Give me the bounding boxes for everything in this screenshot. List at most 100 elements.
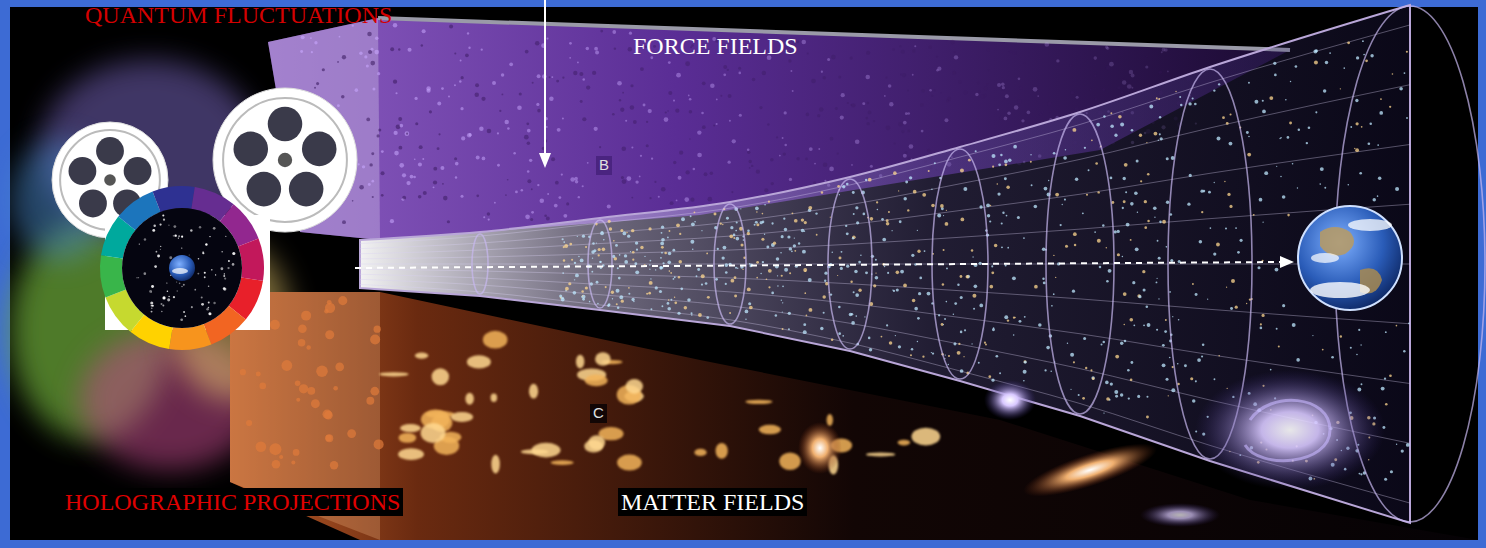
illustration-shape [1208,191,1211,194]
illustration-shape [1192,399,1195,402]
illustration-shape [659,266,662,269]
illustration-shape [701,283,703,285]
illustration-shape [1158,98,1160,100]
illustration-shape [1296,358,1300,362]
illustration-shape [626,379,643,394]
illustration-shape [527,129,531,133]
illustration-shape [864,316,865,317]
illustration-shape [885,77,887,79]
illustration-shape [1094,75,1096,77]
illustration-shape [1350,126,1352,128]
illustration-shape [691,312,693,314]
illustration-shape [1127,369,1130,372]
illustration-shape [311,399,320,408]
illustration-shape [978,362,980,364]
illustration-shape [1108,269,1112,273]
illustration-shape [724,263,728,267]
illustration-shape [710,83,715,88]
illustration-shape [952,71,956,75]
illustration-shape [780,252,782,254]
illustration-shape [731,279,735,283]
illustration-shape [1023,370,1027,374]
illustration-shape [1041,111,1043,113]
illustration-shape [1170,259,1173,262]
illustration-shape [667,307,671,311]
illustration-shape [669,230,671,232]
illustration-shape [842,335,844,337]
illustration-shape [406,181,410,185]
illustration-shape [694,221,696,223]
illustration-shape [670,299,672,301]
illustration-shape [832,251,833,252]
illustration-shape [455,162,459,166]
illustration-shape [1214,378,1216,380]
illustration-shape [1390,470,1393,473]
illustration-shape [360,274,1410,383]
illustration-shape [1127,89,1129,91]
illustration-shape [979,262,982,265]
illustration-shape [360,144,1410,253]
illustration-shape [358,163,360,165]
illustration-shape [632,251,635,254]
illustration-shape [853,213,855,215]
illustration-shape [649,197,651,199]
illustration-shape [302,132,337,167]
illustration-shape [1154,217,1155,218]
illustration-shape [587,162,589,164]
illustration-shape [866,122,869,125]
illustration-shape [803,330,807,334]
illustration-shape [868,178,872,182]
illustration-shape [912,299,915,302]
illustration-shape [443,196,448,201]
illustration-shape [946,99,949,102]
illustration-shape [1013,145,1017,149]
illustration-shape [691,222,695,226]
illustration-shape [1018,433,1161,507]
illustration-shape [154,265,157,268]
illustration-shape [569,42,572,45]
illustration-shape [792,90,794,92]
illustration-shape [1143,288,1146,291]
illustration-shape [710,172,713,175]
illustration-shape [667,237,669,239]
illustration-shape [917,341,918,342]
illustration-shape [172,268,188,274]
illustration-shape [784,268,788,272]
illustration-shape [149,290,152,293]
illustration-shape [817,114,820,117]
illustration-shape [594,127,598,131]
illustration-shape [733,234,736,237]
illustration-shape [1372,198,1375,201]
illustration-shape [914,45,916,47]
illustration-shape [342,220,346,224]
illustration-shape [190,229,192,231]
illustration-shape [144,272,147,275]
illustration-shape [322,68,325,71]
illustration-shape [740,208,741,209]
illustration-shape [337,61,339,63]
illustration-shape [1072,290,1075,293]
illustration-shape [460,59,462,61]
illustration-shape [633,120,637,124]
illustration-shape [1055,277,1056,278]
illustration-shape [1110,382,1113,385]
illustration-shape [400,124,404,128]
illustration-shape [566,202,569,205]
illustration-shape [1295,65,1298,68]
illustration-shape [1014,105,1019,110]
illustration-shape [1004,177,1007,180]
illustration-shape [1218,355,1220,357]
illustration-shape [987,48,990,51]
illustration-shape [761,238,764,241]
illustration-shape [814,163,816,165]
illustration-shape [747,230,750,233]
illustration-shape [1131,74,1135,78]
illustration-shape [783,218,785,220]
illustration-shape [1401,449,1404,452]
illustration-shape [1023,62,1025,64]
illustration-shape [936,56,938,58]
illustration-shape [1013,51,1017,55]
illustration-shape [405,131,410,136]
illustration-shape [529,159,532,162]
illustration-shape [749,160,752,163]
